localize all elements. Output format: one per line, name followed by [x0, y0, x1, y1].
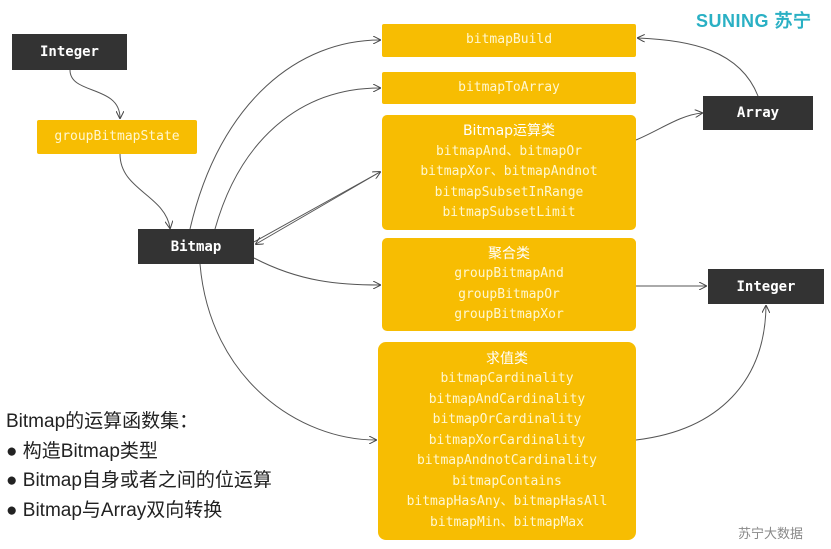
node-bitmap-to-array: bitmapToArray	[382, 72, 636, 104]
agg-item: groupBitmapAnd	[454, 266, 564, 281]
node-group-bitmap-state: groupBitmapState	[37, 120, 197, 154]
ops-item: bitmapXor、bitmapAndnot	[420, 164, 598, 180]
notes-title: Bitmap的运算函数集：	[6, 411, 199, 432]
node-bitmap-build: bitmapBuild	[382, 24, 636, 57]
val-item: bitmapContains	[452, 473, 562, 489]
node-value-group: 求值类 bitmapCardinality bitmapAndCardinali…	[378, 342, 636, 540]
node-integer-output: Integer	[708, 269, 824, 304]
arrow-ops-to-array	[635, 113, 702, 141]
ops-item: bitmapAnd、bitmapOr	[435, 143, 583, 159]
val-title: 求值类	[486, 350, 528, 367]
node-array: Array	[703, 96, 813, 130]
notes-item: ● Bitmap自身或者之间的位运算	[6, 470, 272, 491]
notes: Bitmap的运算函数集： ● 构造Bitmap类型 ● Bitmap自身或者之…	[6, 407, 272, 525]
agg-title: 聚合类	[488, 245, 530, 262]
val-item: bitmapCardinality	[440, 371, 574, 387]
val-item: bitmapAndnotCardinality	[416, 453, 597, 469]
arrow-bitmap-to-build	[189, 40, 380, 230]
val-item: bitmapMin、bitmapMax	[430, 514, 584, 530]
node-bitmap: Bitmap	[138, 229, 254, 264]
ops-item: bitmapSubsetLimit	[442, 205, 576, 221]
arrow-ops-to-bitmap	[256, 171, 381, 244]
val-item: bitmapAndCardinality	[428, 391, 586, 407]
val-item: bitmapXorCardinality	[428, 432, 586, 448]
arrow-bitmap-to-toarray	[214, 88, 380, 230]
suning-logo: SUNING 苏宁	[696, 11, 812, 31]
arrow-bitmap-to-val	[199, 263, 376, 440]
arrow-array-to-build	[638, 38, 759, 97]
val-item: bitmapOrCardinality	[432, 412, 582, 428]
arrow-bitmap-to-agg	[253, 257, 380, 285]
arrow-state-to-bitmap	[119, 153, 170, 228]
ops-item: bitmapSubsetInRange	[434, 184, 584, 200]
notes-item: ● Bitmap与Array双向转换	[6, 499, 223, 521]
node-agg-group: 聚合类 groupBitmapAnd groupBitmapOr groupBi…	[382, 238, 636, 331]
arrow-integer-to-state	[69, 69, 120, 118]
arrow-val-to-integer	[635, 306, 766, 441]
val-item: bitmapHasAny、bitmapHasAll	[406, 494, 608, 510]
agg-item: groupBitmapXor	[454, 307, 564, 322]
ops-title: Bitmap运算类	[462, 123, 556, 140]
agg-item: groupBitmapOr	[458, 286, 560, 302]
node-integer-input: Integer	[12, 34, 127, 70]
notes-item: ● 构造Bitmap类型	[6, 440, 158, 462]
node-ops-group: Bitmap运算类 bitmapAnd、bitmapOr bitmapXor、b…	[382, 115, 636, 230]
watermark: 苏宁大数据	[738, 527, 804, 542]
